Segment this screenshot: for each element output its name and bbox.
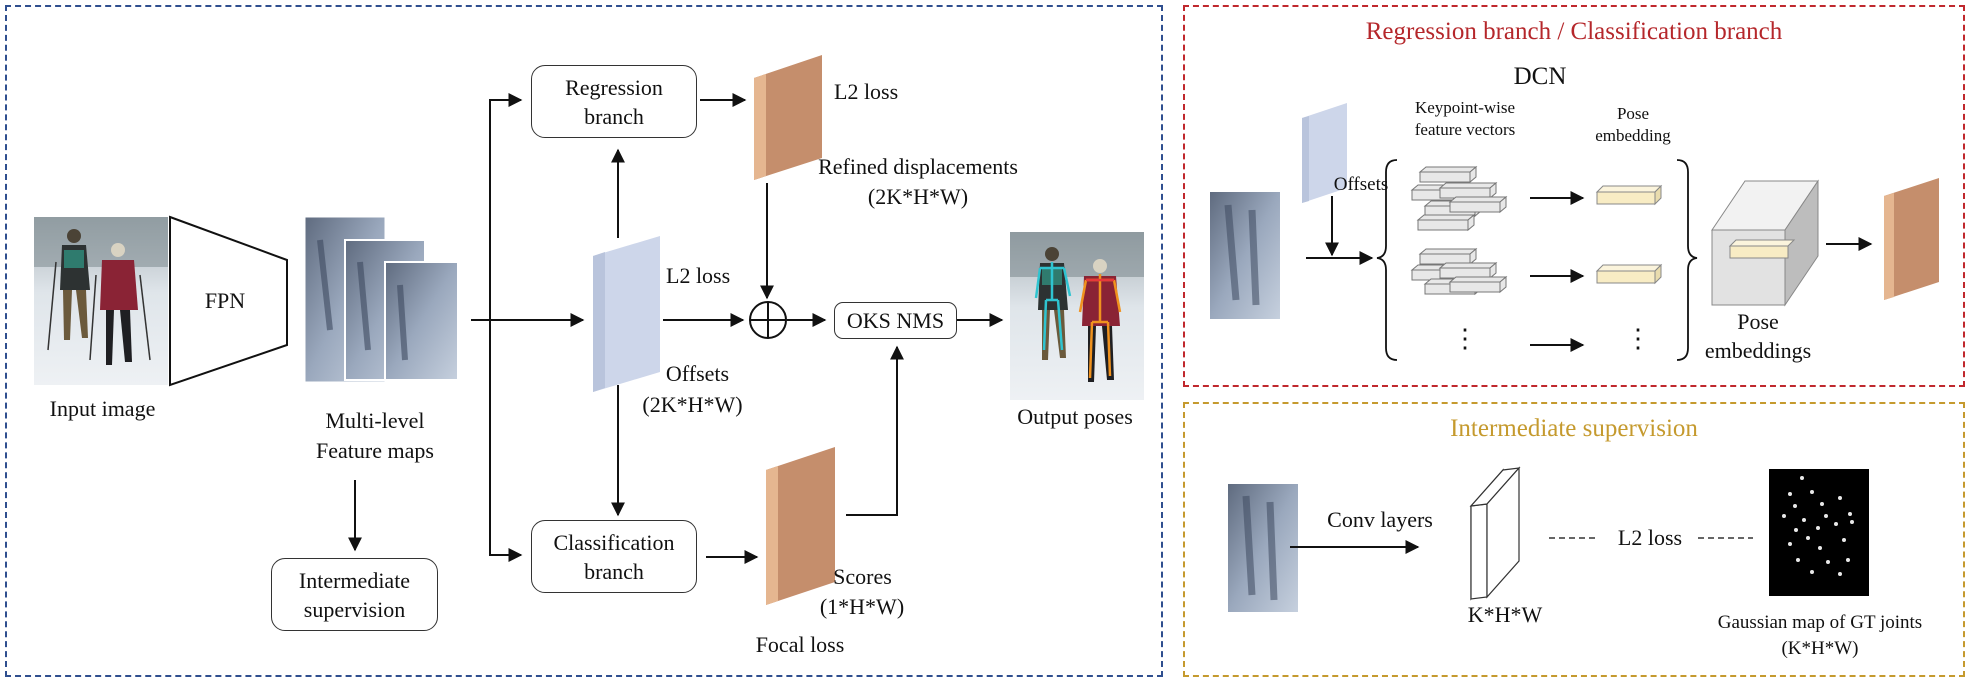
oks-nms-label: OKS NMS xyxy=(846,308,945,333)
gaussian-map-label-1: Gaussian map of GT joints xyxy=(1717,612,1923,633)
offsets-label: Offsets xyxy=(665,361,730,386)
intermediate-supervision-panel xyxy=(1183,402,1965,677)
conv-layers-label: Conv layers xyxy=(1327,507,1433,532)
intermediate-supervision-label-2: supervision xyxy=(303,596,406,622)
pose-embedding-bars xyxy=(1595,184,1663,285)
gaussian-map-label-2: (K*H*W) xyxy=(1781,638,1859,659)
focal-loss-label: Focal loss xyxy=(755,632,845,657)
dcn-output-tile xyxy=(1884,178,1939,300)
khw-label: K*H*W xyxy=(1467,602,1543,627)
fpn-block xyxy=(169,215,288,387)
keypoint-wise-label-1: Keypoint-wise xyxy=(1414,98,1516,117)
dcn-label: DCN xyxy=(1513,63,1567,90)
output-image xyxy=(1010,232,1144,400)
l2-loss-top-label: L2 loss xyxy=(834,79,899,104)
keypoint-wise-label-2: feature vectors xyxy=(1414,120,1516,139)
focal-loss-tile xyxy=(766,447,835,605)
input-image-label: Input image xyxy=(49,396,156,421)
left-brace xyxy=(1376,159,1398,361)
regression-classification-title: Regression branch / Classification branc… xyxy=(1365,18,1783,45)
classification-branch-box: Classification branch xyxy=(531,520,697,593)
intermediate-supervision-label-1: Intermediate xyxy=(298,567,411,593)
keypoint-vectors-group-2 xyxy=(1410,247,1508,296)
oks-nms-box: OKS NMS xyxy=(834,302,957,339)
right-brace xyxy=(1676,159,1698,361)
keypoint-vectors-group-1 xyxy=(1410,165,1508,232)
pose-embeddings-label-1: Pose xyxy=(1737,309,1779,334)
input-image xyxy=(34,217,168,385)
dcn-feature-maps xyxy=(1210,192,1280,319)
dcn-offsets-tile xyxy=(1302,103,1347,203)
l2-loss-label: L2 loss xyxy=(1617,525,1683,550)
regression-branch-label-1: Regression xyxy=(565,74,663,100)
l2-loss-tile-top xyxy=(754,55,822,180)
pose-embeddings-cube xyxy=(1711,179,1819,307)
feature-maps-label-2: Feature maps xyxy=(316,438,434,463)
feature-maps xyxy=(304,216,459,383)
supervision-feature-maps xyxy=(1228,484,1298,612)
feature-maps-label-1: Multi-level xyxy=(325,408,425,433)
regression-branch-label-2: branch xyxy=(584,103,644,129)
classification-branch-label-2: branch xyxy=(584,558,644,584)
intermediate-supervision-title: Intermediate supervision xyxy=(1450,415,1698,442)
scores-label: Scores xyxy=(833,564,892,589)
refined-displacements-dim: (2K*H*W) xyxy=(867,184,969,209)
fpn-label: FPN xyxy=(204,288,246,313)
gaussian-map xyxy=(1769,469,1869,596)
sum-operator xyxy=(749,301,787,339)
regression-classification-panel xyxy=(1183,5,1965,387)
scores-dim-label: (1*H*W) xyxy=(819,594,905,619)
refined-displacements-label: Refined displacements xyxy=(818,154,1018,179)
output-poses-label: Output poses xyxy=(1017,404,1133,429)
embedding-ellipsis: ⋮ xyxy=(1625,324,1651,353)
l2-loss-mid-label: L2 loss xyxy=(666,263,731,288)
left-panel xyxy=(5,5,1163,677)
pose-embedding-label-2: embedding xyxy=(1595,126,1671,145)
vectors-ellipsis: ⋮ xyxy=(1452,324,1478,353)
regression-branch-box: Regression branch xyxy=(531,65,697,138)
pose-embeddings-label-2: embeddings xyxy=(1704,338,1812,363)
classification-branch-label-1: Classification xyxy=(553,529,675,555)
offsets-dim-label: (2K*H*W) xyxy=(642,392,743,417)
intermediate-supervision-box: Intermediate supervision xyxy=(271,558,438,631)
offsets-tile xyxy=(593,236,660,392)
pose-embedding-label-1: Pose xyxy=(1616,104,1650,123)
dcn-offsets-label: Offsets xyxy=(1333,174,1389,195)
khw-block xyxy=(1469,466,1521,601)
